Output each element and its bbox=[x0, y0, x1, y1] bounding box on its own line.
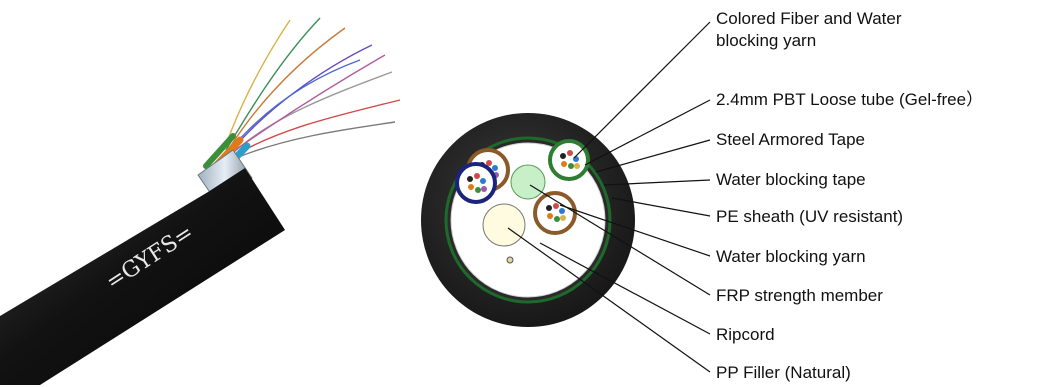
label-wb-yarn: Water blocking yarn bbox=[716, 246, 866, 268]
label-colored-fiber-line1: Colored Fiber and Water bbox=[716, 8, 902, 30]
label-ripcord: Ripcord bbox=[716, 324, 775, 346]
cable-photo: =GYFS= bbox=[0, 18, 400, 385]
label-colored-fiber: Colored Fiber and Water blocking yarn bbox=[716, 8, 902, 52]
label-frp: FRP strength member bbox=[716, 285, 883, 307]
leader-loose-tube bbox=[585, 100, 710, 165]
pp-filler bbox=[483, 204, 525, 246]
loose-tube-left bbox=[457, 164, 495, 202]
label-steel-tape: Steel Armored Tape bbox=[716, 129, 865, 151]
label-pp-filler: PP Filler (Natural) bbox=[716, 362, 851, 384]
label-loose-tube: 2.4mm PBT Loose tube (Gel-free） bbox=[716, 89, 983, 111]
fiber-strands bbox=[224, 18, 400, 158]
leader-colored-fiber bbox=[574, 22, 710, 158]
label-wb-tape: Water blocking tape bbox=[716, 169, 866, 191]
label-pe-sheath: PE sheath (UV resistant) bbox=[716, 206, 903, 228]
loose-tube-right bbox=[550, 141, 588, 179]
frp-strength-member bbox=[511, 165, 545, 199]
loose-tube-bottom-right bbox=[535, 193, 575, 233]
label-colored-fiber-line2: blocking yarn bbox=[716, 30, 902, 52]
ripcord bbox=[507, 257, 513, 263]
